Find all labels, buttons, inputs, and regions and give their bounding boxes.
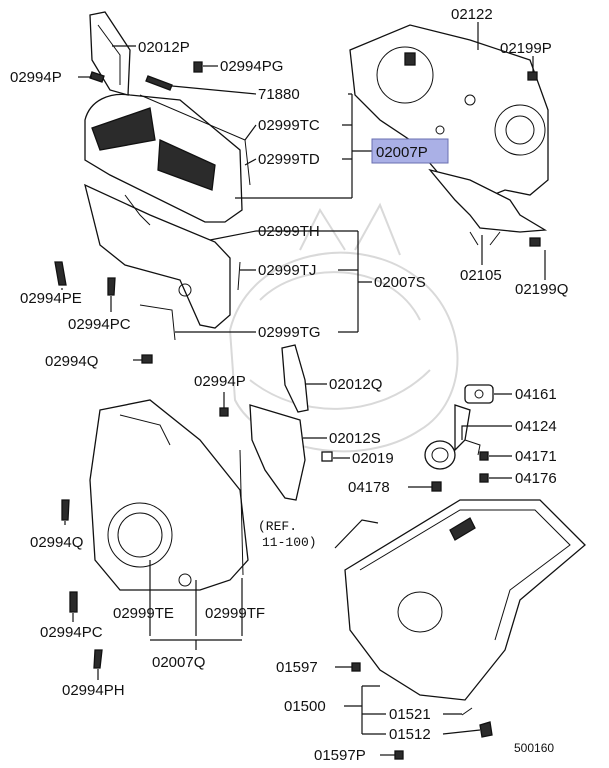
gasket-02012P (89, 11, 131, 96)
oil-pan (344, 499, 586, 701)
bolt-02994P-mid (219, 407, 229, 417)
bolt-02994PG (193, 61, 203, 73)
label-04178: 04178 (348, 479, 390, 496)
gasket-02012Q (281, 344, 309, 413)
label-04176: 04176 (515, 470, 557, 487)
label-04171: 04171 (515, 448, 557, 465)
bolt-02994Q-mid (61, 499, 70, 521)
figure-number: 500160 (514, 741, 554, 755)
bolt-02994PE (54, 261, 67, 286)
label-02199P: 02199P (500, 40, 552, 57)
label-71880: 71880 (258, 86, 300, 103)
label-01597: 01597 (276, 659, 318, 676)
middle-timing-cover (84, 183, 231, 329)
label-02007S: 02007S (374, 274, 426, 291)
part-labels: 02122 02012P 02199P 02994P 02994PG 71880… (10, 6, 568, 764)
drain-plug-01512 (479, 721, 493, 738)
gasket-02012S (249, 404, 306, 501)
label-02999TE: 02999TE (113, 605, 174, 622)
bracket-02105 (428, 168, 548, 246)
label-02019: 02019 (352, 450, 394, 467)
bolt-02994PC-bot (69, 591, 78, 613)
seal-02999TJ (237, 261, 241, 291)
label-02994P-mid: 02994P (194, 373, 246, 390)
label-02999TH: 02999TH (258, 223, 320, 240)
label-02999TC: 02999TC (258, 117, 320, 134)
label-02999TG: 02999TG (258, 324, 321, 341)
small-seal-71880 (145, 75, 173, 91)
label-02994PC-bot: 02994PC (40, 624, 103, 641)
bolt-01597 (351, 662, 361, 672)
ref-note-line1: (REF. (258, 519, 297, 534)
label-02105: 02105 (460, 267, 502, 284)
lower-timing-cover (89, 399, 249, 591)
label-02007P: 02007P (376, 144, 428, 161)
label-01500: 01500 (284, 698, 326, 715)
label-02012S: 02012S (329, 430, 381, 447)
label-02994Q-mid: 02994Q (30, 534, 83, 551)
label-01512: 01512 (389, 726, 431, 743)
label-02122: 02122 (451, 6, 493, 23)
bolt-02199P (527, 71, 538, 81)
rear-timing-plate (349, 24, 549, 201)
label-02199Q: 02199Q (515, 281, 568, 298)
nut-04176 (479, 473, 489, 483)
bolt-02994P-top (89, 71, 105, 83)
label-02994PH: 02994PH (62, 682, 125, 699)
label-02994Q-top: 02994Q (45, 353, 98, 370)
label-02994PE: 02994PE (20, 290, 82, 307)
label-02012Q: 02012Q (329, 376, 382, 393)
leader-lines (61, 22, 546, 756)
label-02999TF: 02999TF (205, 605, 265, 622)
label-01597P: 01597P (314, 747, 366, 764)
seal-02999TF (239, 449, 244, 576)
bolt-04178 (431, 481, 442, 492)
label-04161: 04161 (515, 386, 557, 403)
gasket-01521 (461, 707, 473, 716)
label-02994P-top: 02994P (10, 69, 62, 86)
bolt-04171 (479, 451, 489, 461)
label-02994PC-top: 02994PC (68, 316, 131, 333)
grommet-02019 (321, 451, 333, 462)
bolt-02994PH (93, 649, 103, 669)
bolt-02994PC-top (107, 277, 116, 296)
highlight-02007P (371, 138, 449, 164)
seal-02999TG (139, 304, 176, 341)
label-02012P: 02012P (138, 39, 190, 56)
label-02999TD: 02999TD (258, 151, 320, 168)
ref-note-line2: 11-100) (262, 535, 317, 550)
bolt-02994Q-top (141, 354, 153, 364)
label-01521: 01521 (389, 706, 431, 723)
label-02007Q: 02007Q (152, 654, 205, 671)
label-04124: 04124 (515, 418, 557, 435)
label-02999TJ: 02999TJ (258, 262, 316, 279)
bolt-02199Q (529, 237, 541, 247)
bolt-01597P (394, 750, 404, 760)
label-02994PG: 02994PG (220, 58, 283, 75)
upper-timing-cover (84, 93, 243, 223)
